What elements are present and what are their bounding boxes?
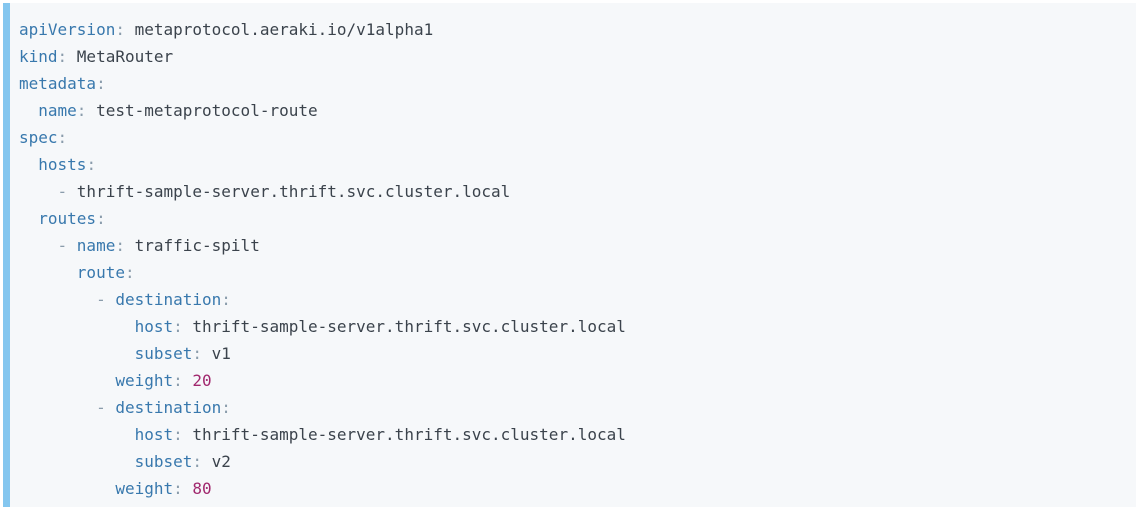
code-token-key: name (76, 236, 116, 255)
code-token-punc: : (173, 425, 193, 444)
code-token-key: weight (115, 371, 174, 390)
code-token-punc: : (115, 20, 135, 39)
yaml-code-block: apiVersion: metaprotocol.aeraki.io/v1alp… (3, 3, 1136, 507)
code-token-key: metadata (19, 74, 97, 93)
code-token-punc: : (115, 236, 135, 255)
code-line: metadata: (19, 74, 106, 93)
code-token-key: destination (115, 290, 222, 309)
code-line: routes: (19, 209, 106, 228)
code-line: subset: v1 (19, 344, 231, 363)
code-token-key: subset (134, 344, 193, 363)
code-token-key: routes (38, 209, 97, 228)
code-line: host: thrift-sample-server.thrift.svc.cl… (19, 317, 626, 336)
code-token-num: 80 (192, 479, 212, 498)
code-line: hosts: (19, 155, 96, 174)
code-token-punc: - (96, 398, 116, 417)
code-line: - name: traffic-spilt (19, 236, 260, 255)
code-token-key: hosts (38, 155, 87, 174)
code-token-str: thrift-sample-server.thrift.svc.cluster.… (192, 317, 626, 336)
code-line: weight: 80 (19, 479, 212, 498)
code-token-key: host (134, 317, 174, 336)
code-token-key: kind (19, 47, 58, 66)
code-content: apiVersion: metaprotocol.aeraki.io/v1alp… (10, 3, 1136, 507)
code-token-key: host (134, 425, 174, 444)
code-token-num: 20 (192, 371, 212, 390)
code-token-punc: : (124, 263, 135, 282)
code-token-str: thrift-sample-server.thrift.svc.cluster.… (76, 182, 511, 201)
code-token-str: MetaRouter (76, 47, 174, 66)
code-token-str: v2 (211, 452, 231, 471)
code-token-punc: : (86, 155, 97, 174)
code-line: name: test-metaprotocol-route (19, 101, 318, 120)
code-token-key: spec (19, 128, 58, 147)
code-line: apiVersion: metaprotocol.aeraki.io/v1alp… (19, 20, 433, 39)
yaml-code: apiVersion: metaprotocol.aeraki.io/v1alp… (19, 20, 626, 498)
code-block-accent-bar (3, 3, 10, 507)
code-token-key: destination (115, 398, 222, 417)
code-token-punc: - (57, 182, 77, 201)
code-line: - destination: (19, 398, 231, 417)
code-token-punc: : (221, 290, 231, 309)
code-token-str: v1 (211, 344, 231, 363)
code-token-punc: : (173, 479, 193, 498)
code-line: - thrift-sample-server.thrift.svc.cluste… (19, 182, 511, 201)
code-line: spec: (19, 128, 67, 147)
code-line: weight: 20 (19, 371, 212, 390)
code-line: host: thrift-sample-server.thrift.svc.cl… (19, 425, 626, 444)
code-token-punc: : (173, 371, 193, 390)
code-token-key: route (76, 263, 125, 282)
code-token-punc: - (96, 290, 116, 309)
code-token-punc: : (57, 47, 77, 66)
code-line: route: (19, 263, 135, 282)
code-token-str: test-metaprotocol-route (96, 101, 318, 120)
code-token-punc: - (57, 236, 77, 255)
code-token-key: weight (115, 479, 174, 498)
code-token-punc: : (96, 74, 106, 93)
code-token-punc: : (173, 317, 193, 336)
code-token-str: metaprotocol.aeraki.io/v1alpha1 (134, 20, 434, 39)
code-token-key: apiVersion (19, 20, 116, 39)
code-line: - destination: (19, 290, 231, 309)
code-token-key: subset (134, 452, 193, 471)
code-line: subset: v2 (19, 452, 231, 471)
code-token-punc: : (96, 209, 106, 228)
code-token-punc: : (221, 398, 231, 417)
code-line: kind: MetaRouter (19, 47, 173, 66)
code-token-str: thrift-sample-server.thrift.svc.cluster.… (192, 425, 626, 444)
code-token-key: name (38, 101, 77, 120)
code-token-str: traffic-spilt (134, 236, 260, 255)
code-token-punc: : (192, 452, 212, 471)
code-token-punc: : (57, 128, 68, 147)
code-token-punc: : (76, 101, 97, 120)
code-token-punc: : (192, 344, 212, 363)
